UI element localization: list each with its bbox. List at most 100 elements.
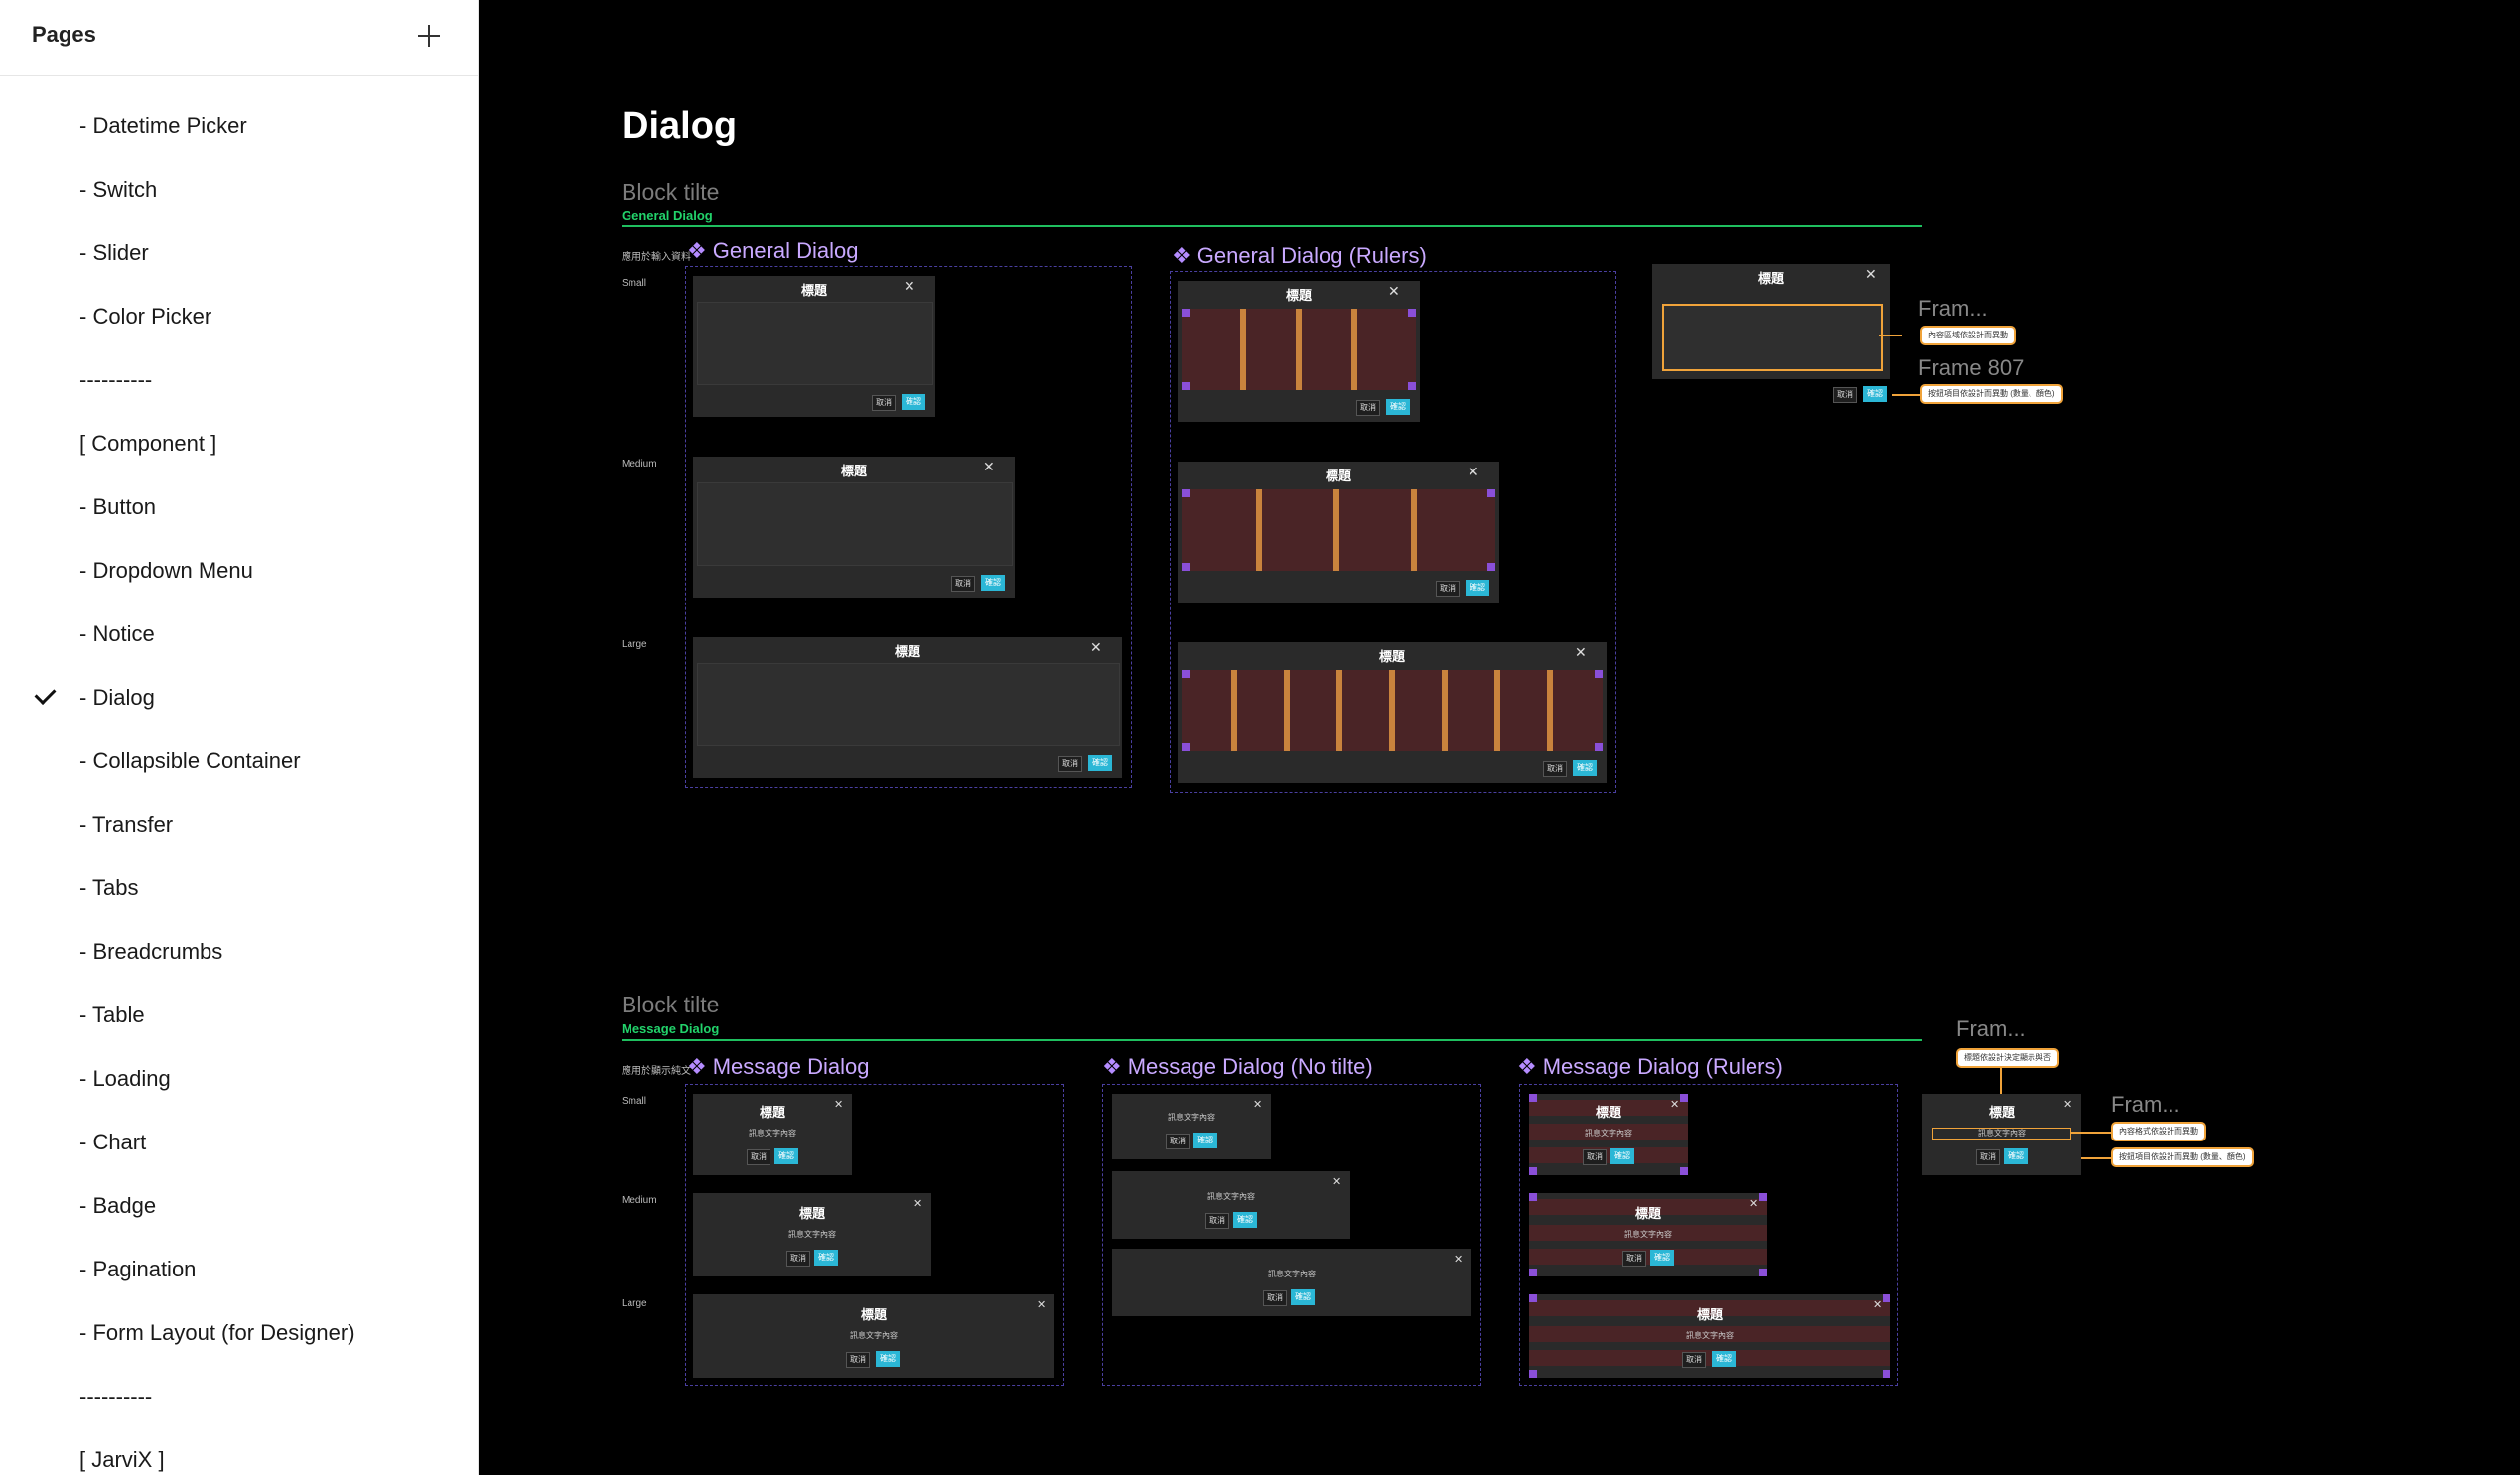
page-item[interactable]: - Button [0, 484, 478, 528]
ruler-handle[interactable] [1595, 670, 1603, 678]
page-item[interactable]: - Transfer [0, 802, 478, 846]
frame-name[interactable]: Fram... [2111, 1092, 2180, 1117]
page-item[interactable]: - Chart [0, 1120, 478, 1163]
ruler-handle[interactable] [1182, 563, 1190, 571]
close-icon[interactable]: ✕ [1037, 1299, 1047, 1311]
ruler-handle[interactable] [1408, 309, 1416, 317]
component-title-message-no-title[interactable]: ❖Message Dialog (No tilte) [1102, 1054, 1373, 1079]
message-no-title-medium[interactable]: ✕ 訊息文字內容 取消 確認 [1112, 1171, 1350, 1239]
dialog-annotated-general[interactable]: 標題 ✕ [1652, 264, 1890, 379]
close-icon[interactable]: ✕ [904, 278, 915, 294]
plus-icon[interactable] [411, 18, 447, 54]
page-item[interactable]: ---------- [0, 357, 478, 401]
cancel-button[interactable]: 取消 [846, 1352, 870, 1368]
close-icon[interactable]: ✕ [2063, 1099, 2073, 1111]
page-item[interactable]: [ JarviX ] [0, 1437, 478, 1475]
cancel-button[interactable]: 取消 [872, 395, 896, 411]
cancel-button[interactable]: 取消 [1833, 387, 1857, 403]
ruler-handle[interactable] [1182, 670, 1190, 678]
ruler-handle[interactable] [1759, 1269, 1767, 1276]
close-icon[interactable]: ✕ [834, 1099, 844, 1111]
confirm-button[interactable]: 確認 [774, 1148, 798, 1164]
confirm-button[interactable]: 確認 [876, 1351, 900, 1367]
message-dialog-small[interactable]: 標題 ✕ 訊息文字內容 取消 確認 [693, 1094, 852, 1175]
page-item[interactable]: - Loading [0, 1056, 478, 1100]
ruler-handle[interactable] [1529, 1370, 1537, 1378]
ruler-handle[interactable] [1883, 1370, 1890, 1378]
cancel-button[interactable]: 取消 [1058, 756, 1082, 772]
page-item[interactable]: - Dialog [0, 675, 478, 719]
ruler-handle[interactable] [1182, 382, 1190, 390]
cancel-button[interactable]: 取消 [1682, 1352, 1706, 1368]
page-item[interactable]: - Pagination [0, 1247, 478, 1290]
page-item[interactable]: - Badge [0, 1183, 478, 1227]
confirm-button[interactable]: 確認 [1712, 1351, 1736, 1367]
message-dialog-medium[interactable]: 標題 ✕ 訊息文字內容 取消 確認 [693, 1193, 931, 1276]
close-icon[interactable]: ✕ [1332, 1176, 1342, 1188]
ruler-handle[interactable] [1759, 1193, 1767, 1201]
cancel-button[interactable]: 取消 [1166, 1134, 1190, 1149]
dialog-general-medium[interactable]: 標題 ✕ 取消 確認 [693, 457, 1015, 598]
message-rulers-medium[interactable]: 標題 ✕ 訊息文字內容 取消 確認 [1529, 1193, 1767, 1276]
dialog-general-large[interactable]: 標題 ✕ 取消 確認 [693, 637, 1122, 778]
confirm-button[interactable]: 確認 [1233, 1212, 1257, 1228]
cancel-button[interactable]: 取消 [747, 1149, 770, 1165]
confirm-button[interactable]: 確認 [1863, 386, 1887, 402]
ruler-handle[interactable] [1529, 1294, 1537, 1302]
close-icon[interactable]: ✕ [1090, 639, 1102, 655]
design-canvas[interactable]: Dialog Block tilte General Dialog 應用於輸入資… [479, 0, 2520, 1475]
ruler-handle[interactable] [1182, 489, 1190, 497]
frame-name[interactable]: Fram... [1956, 1016, 2026, 1041]
message-dialog-annotated[interactable]: 標題 ✕ 訊息文字內容 取消 確認 [1922, 1094, 2081, 1175]
message-dialog-large[interactable]: 標題 ✕ 訊息文字內容 取消 確認 [693, 1294, 1054, 1378]
dialog-general-small[interactable]: 標題 ✕ 取消 確認 [693, 276, 935, 417]
page-item[interactable]: - Switch [0, 167, 478, 210]
cancel-button[interactable]: 取消 [1263, 1290, 1287, 1306]
component-frame-general[interactable] [685, 266, 1132, 788]
close-icon[interactable]: ✕ [1454, 1254, 1464, 1266]
ruler-handle[interactable] [1182, 743, 1190, 751]
confirm-button[interactable]: 確認 [2004, 1148, 2028, 1164]
page-item[interactable]: - Breadcrumbs [0, 929, 478, 973]
close-icon[interactable]: ✕ [1670, 1099, 1680, 1111]
frame-name[interactable]: Frame 807 [1918, 355, 2025, 380]
ruler-handle[interactable] [1182, 309, 1190, 317]
close-icon[interactable]: ✕ [1750, 1198, 1759, 1210]
page-item[interactable]: - Table [0, 993, 478, 1036]
page-item[interactable]: [ Component ] [0, 421, 478, 465]
confirm-button[interactable]: 確認 [1088, 755, 1112, 771]
page-item[interactable]: - Color Picker [0, 294, 478, 337]
confirm-button[interactable]: 確認 [1386, 399, 1410, 415]
ruler-handle[interactable] [1487, 563, 1495, 571]
confirm-button[interactable]: 確認 [814, 1250, 838, 1266]
dialog-rulers-medium[interactable]: 標題 ✕ 取消 確認 [1178, 462, 1499, 603]
page-item[interactable]: - Form Layout (for Designer) [0, 1310, 478, 1354]
close-icon[interactable]: ✕ [913, 1198, 923, 1210]
cancel-button[interactable]: 取消 [1205, 1213, 1229, 1229]
component-frame-message-rulers[interactable] [1519, 1084, 1898, 1386]
confirm-button[interactable]: 確認 [1466, 580, 1489, 596]
message-no-title-large[interactable]: ✕ 訊息文字內容 取消 確認 [1112, 1249, 1471, 1316]
cancel-button[interactable]: 取消 [1622, 1251, 1646, 1267]
cancel-button[interactable]: 取消 [951, 576, 975, 592]
frame-name[interactable]: Fram... [1918, 296, 1988, 321]
cancel-button[interactable]: 取消 [786, 1251, 810, 1267]
close-icon[interactable]: ✕ [1468, 464, 1479, 479]
component-title-message-rulers[interactable]: ❖Message Dialog (Rulers) [1517, 1054, 1783, 1079]
component-title-general-dialog[interactable]: ❖General Dialog [687, 238, 859, 263]
ruler-handle[interactable] [1595, 743, 1603, 751]
ruler-handle[interactable] [1408, 382, 1416, 390]
page-item[interactable]: - Datetime Picker [0, 103, 478, 147]
component-frame-message[interactable] [685, 1084, 1064, 1386]
ruler-handle[interactable] [1487, 489, 1495, 497]
page-item[interactable]: ---------- [0, 1374, 478, 1417]
cancel-button[interactable]: 取消 [1436, 581, 1460, 597]
close-icon[interactable]: ✕ [1873, 1299, 1883, 1311]
ruler-handle[interactable] [1680, 1094, 1688, 1102]
message-no-title-small[interactable]: ✕ 訊息文字內容 取消 確認 [1112, 1094, 1271, 1159]
component-title-message-dialog[interactable]: ❖Message Dialog [687, 1054, 870, 1079]
page-item[interactable]: - Dropdown Menu [0, 548, 478, 592]
close-icon[interactable]: ✕ [1865, 266, 1877, 282]
page-item[interactable]: - Tabs [0, 866, 478, 909]
ruler-handle[interactable] [1529, 1269, 1537, 1276]
